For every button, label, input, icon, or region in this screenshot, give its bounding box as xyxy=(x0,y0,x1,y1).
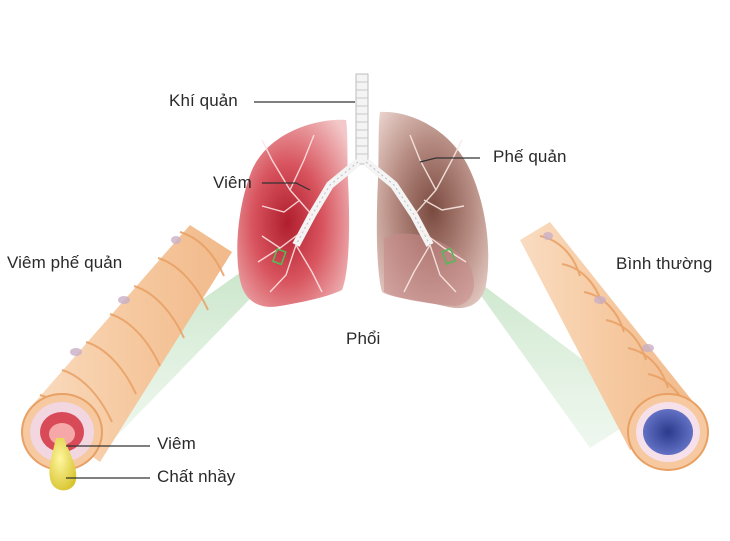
normal-airway-tube xyxy=(520,222,709,471)
label-inflammation-tube: Viêm xyxy=(157,434,196,453)
mucus-drop xyxy=(49,438,77,491)
magnifier-frame-left xyxy=(271,247,287,266)
bronchitis-airway-tube xyxy=(21,225,232,471)
leader-lines xyxy=(66,101,480,479)
label-normal: Bình thường xyxy=(616,254,713,273)
label-trachea: Khí quản xyxy=(169,91,238,110)
label-mucus: Chất nhầy xyxy=(157,467,236,486)
bronchial-tree-left xyxy=(257,134,323,293)
magnifier-beam-right xyxy=(447,248,650,448)
label-bronchi: Phế quản xyxy=(493,147,567,166)
label-bronchitis: Viêm phế quản xyxy=(7,253,123,272)
label-inflammation-lung: Viêm xyxy=(213,173,252,192)
magnifier-frame-right xyxy=(441,247,457,265)
left-lung xyxy=(237,119,350,307)
label-lungs: Phổi xyxy=(346,329,381,348)
main-bronchus-right xyxy=(363,158,434,247)
trachea xyxy=(355,73,369,165)
bronchial-tree-right xyxy=(403,134,467,293)
